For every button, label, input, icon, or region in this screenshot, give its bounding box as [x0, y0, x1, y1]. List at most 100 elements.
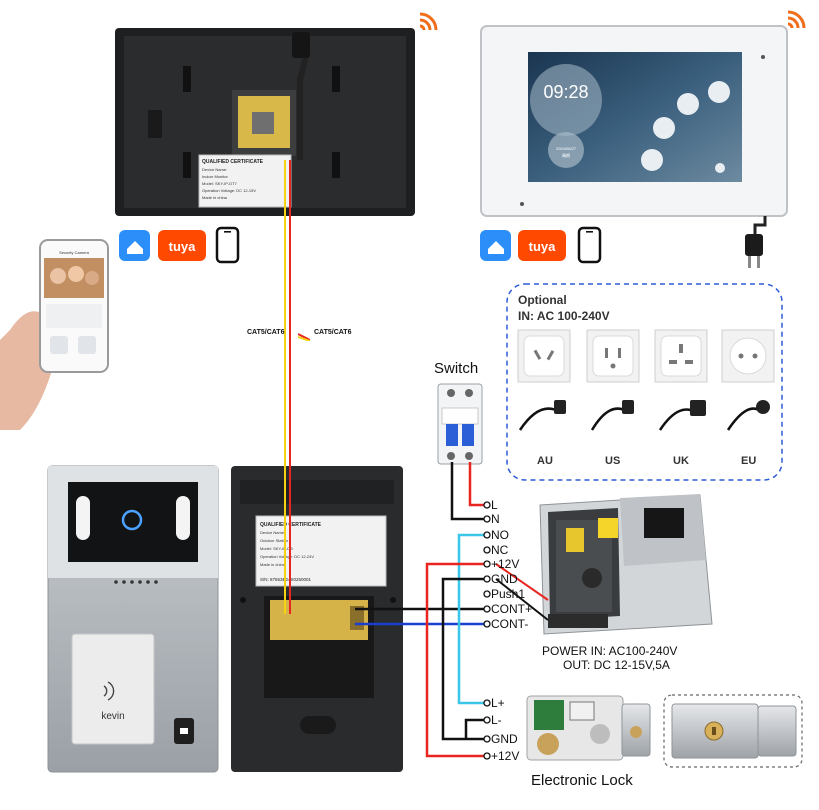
lock-dashed-box — [663, 694, 803, 768]
power-terminal-block — [548, 614, 608, 628]
optional-title: Optional — [518, 293, 567, 307]
cable-break-mark — [297, 328, 311, 342]
label-line: Device Name: — [202, 167, 227, 172]
power-supply-unit — [539, 494, 713, 635]
outdoor-station-front: kevin — [47, 465, 219, 773]
terminal-dot — [483, 716, 491, 724]
region-au: AU — [537, 455, 553, 467]
gnd-to-lock-wire — [441, 577, 484, 741]
terminal-cont-minus: CONT- — [491, 617, 529, 631]
terminal-gnd: GND — [491, 572, 518, 586]
plug-uk-icon — [658, 400, 706, 431]
plug-eu-icon — [726, 400, 770, 431]
cable-label-left: CAT5/CAT6 — [247, 329, 285, 336]
label-line: Made in china — [202, 195, 228, 200]
label-line: Model: SKY-IP-DT7 — [202, 181, 238, 186]
terminal-dot — [483, 699, 491, 707]
label-line: Outdoor Station — [260, 538, 288, 543]
terminal-dot — [483, 752, 491, 760]
wiring — [284, 160, 549, 758]
smartphone-icon — [215, 226, 240, 264]
screen-door-button — [708, 81, 730, 103]
svg-text:tuya: tuya — [169, 239, 197, 254]
electronic-lock-label: Electronic Lock — [531, 772, 633, 789]
phone-header: Security Camera — [59, 250, 90, 255]
outdoor-label-sticker — [255, 515, 387, 587]
wifi-icon — [787, 10, 806, 29]
svg-text:tuya: tuya — [529, 239, 557, 254]
terminal-nc: NC — [491, 543, 509, 557]
terminal-n: N — [491, 512, 500, 526]
switch-label: Switch — [434, 360, 479, 377]
label-line: Operation Voltage: DC 12-24V — [260, 554, 314, 559]
terminal-cont-plus: CONT+ — [491, 602, 533, 616]
circuit-breaker-switch — [437, 383, 483, 465]
indoor-monitor-front: 09:28 2024/06/27 晴朗 — [480, 25, 788, 268]
camera-lens-icon — [121, 509, 143, 531]
psu-gnd-wire — [495, 578, 549, 621]
terminal-lock-plus: L+ — [491, 696, 505, 710]
terminal-dot — [483, 546, 491, 554]
terminal-push1: Push1 — [491, 587, 526, 601]
terminal-l: L — [491, 498, 498, 512]
optional-dashed-box — [506, 283, 783, 481]
eu-plug — [745, 234, 763, 256]
power-cord — [753, 216, 767, 234]
tuya-app-icon — [518, 230, 566, 261]
region-us: US — [605, 455, 621, 467]
terminal-dot — [483, 501, 491, 509]
terminal-lock-gnd: GND — [491, 732, 518, 746]
electronic-lock-internal — [526, 695, 651, 761]
smartphone-in-hand: Security Camera — [0, 239, 109, 430]
socket-uk-icon — [654, 329, 708, 383]
socket-eu-icon — [721, 329, 775, 383]
speaker-grille — [114, 580, 158, 584]
cable-label-right: CAT5/CAT6 — [314, 329, 352, 336]
label-line: Model: SKY-IP-DB — [260, 546, 293, 551]
terminal-12v: +12V — [491, 557, 520, 571]
terminal-lock-12v: +12V — [491, 749, 520, 763]
socket-us-icon — [586, 329, 640, 383]
screen-date: 2024/06/27 — [556, 146, 577, 151]
monitor-certificate-title: QUALIFIED CERTIFICATE — [202, 159, 264, 165]
neutral-wire — [450, 462, 484, 521]
app-icons-right: tuya — [480, 226, 602, 264]
optional-input: IN: AC 100-240V — [518, 309, 610, 323]
terminal-dot — [483, 590, 491, 598]
terminal-no: NO — [491, 528, 509, 542]
indoor-monitor-back: QUALIFIED CERTIFICATE Device Name: Indoor… — [115, 28, 415, 216]
label-line: Indoor Monitor — [202, 174, 228, 179]
electronic-lock-external — [663, 694, 803, 768]
socket-au-icon — [517, 329, 571, 383]
terminal-dot — [483, 515, 491, 523]
live-wire — [468, 462, 484, 507]
terminal-lock-minus: L- — [491, 713, 502, 727]
power-input-label: POWER IN: AC100-240V — [542, 644, 677, 658]
wifi-icon — [419, 12, 438, 31]
label-line: Device Name: — [260, 530, 285, 535]
terminal-dot — [483, 620, 491, 628]
power-output-label: OUT: DC 12-15V,5A — [563, 658, 670, 672]
terminal-dot — [483, 531, 491, 539]
terminal-dots — [483, 501, 491, 760]
card-label: kevin — [101, 711, 124, 722]
label-line: Operation Voltage: DC 12-15V — [202, 188, 256, 193]
screen-weather: 晴朗 — [562, 152, 570, 158]
optional-power-plugs — [506, 283, 783, 481]
region-uk: UK — [673, 455, 689, 467]
caution-label — [598, 518, 618, 538]
ir-light-right — [176, 496, 190, 540]
terminal-dot — [483, 560, 491, 568]
no-to-lock-wire — [457, 533, 484, 705]
plug-us-icon — [590, 400, 634, 431]
screen-intercom-button — [653, 117, 675, 139]
screen-clock: 09:28 — [543, 82, 588, 102]
ir-light-left — [76, 496, 90, 540]
screen-camera-button — [677, 93, 699, 115]
monitor-label-sticker — [198, 154, 292, 208]
smartphone-icon — [577, 226, 602, 264]
label-line: Made in china — [260, 562, 286, 567]
terminal-dot — [483, 735, 491, 743]
